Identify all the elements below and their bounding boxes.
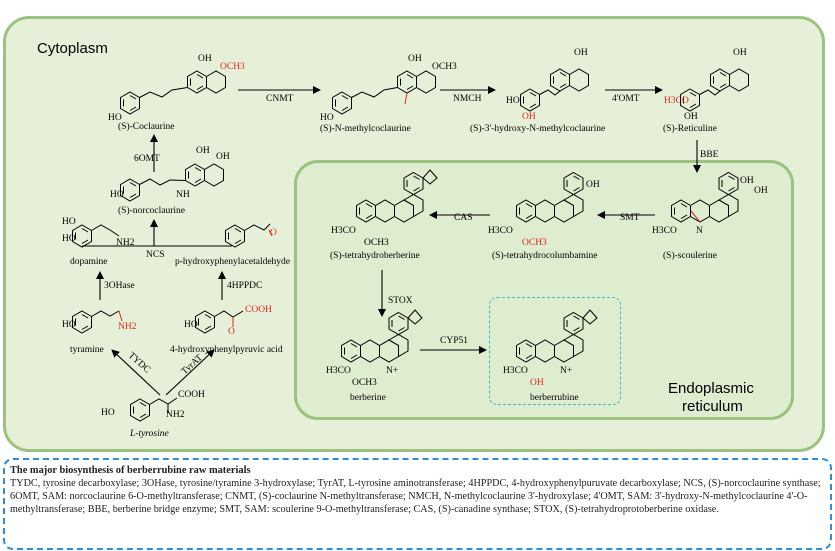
coclaurine-structure [120,71,226,115]
atom-oh-norcoclaurine-2: OH [216,152,230,162]
atom-nh2-dopamine: NH2 [116,238,135,248]
compound-tetrahydrocolumbamine: (S)-tetrahydrocolumbamine [492,251,598,261]
atom-h3co-scoulerine: H3CO [652,226,677,236]
berberrubine-structure [517,309,598,362]
tetrahydroberberine-structure [357,169,438,222]
compound-n-methylcoclaurine: (S)-N-methylcoclaurine [320,124,411,134]
atom-o-hppa: O [228,327,235,337]
atom-oh-berberrubine: OH [530,378,544,388]
er-label-line2: reticulum [682,398,743,415]
enzyme-4hppdc: 4HPPDC [227,281,263,291]
tetrahydrocolumbamine-structure [517,173,584,223]
atom-ho-hnmc: HO [506,96,520,106]
atom-och3-n-methylcoclaurine: OCH3 [432,62,457,72]
atom-h3co-thb: H3CO [331,226,356,236]
atom-ho-norcoclaurine: HO [110,190,124,200]
figure-caption: The major biosynthesis of berberrubine r… [3,458,832,550]
atom-oh-scoulerine-1: OH [740,176,754,186]
atom-n-plus-berberrubine: N+ [560,366,573,376]
hydroxy-n-methylcoclaurine-structure [520,68,589,112]
enzyme-4omt: 4'OMT [612,94,640,104]
atom-oh-scoulerine-2: OH [754,186,768,196]
atom-oh-hnmc-2: OH [574,48,588,58]
compound-hppa: 4-hydroxyphenylpyruvic acid [170,345,283,355]
atom-och3-thc: OCH3 [522,238,547,248]
caption-title: The major biosynthesis of berberrubine r… [10,465,251,476]
atom-h3co-berberrubine: H3CO [503,366,528,376]
scoulerine-structure [672,173,739,223]
atom-oh-reticuline: OH [684,112,698,122]
hpaa-structure [225,223,273,248]
norcoclaurine-structure [120,164,224,202]
compound-reticuline: (S)-Reticuline [663,124,717,134]
atom-ho-dopamine-2: HO [62,234,76,244]
compound-coclaurine: (S)-Coclaurine [118,122,175,132]
compound-berberrubine: berberrubine [530,393,579,403]
enzyme-stox: STOX [388,296,413,306]
compound-hpaa: p-hydroxyphenylacetaldehyde [175,257,291,267]
atom-oh-hnmc: OH [522,112,536,122]
atom-och3-berberine: OCH3 [352,378,377,388]
atom-ho-dopamine-1: HO [62,217,76,227]
atom-oh-coclaurine: OH [198,54,212,64]
compound-l-tyrosine: L-tyrosine [130,429,169,439]
enzyme-cnmt: CNMT [266,94,294,104]
n-methylcoclaurine-structure [332,71,436,115]
atom-o-hpaa: O [270,228,277,238]
atom-och3-thb: OCH3 [364,238,389,248]
compound-tyramine: tyramine [70,345,104,355]
reticuline-structure [680,68,749,112]
atom-h3co-berberine: H3CO [326,366,351,376]
er-label-line1: Endoplasmic [668,380,754,397]
atom-cooh-tyrosine: COOH [178,390,205,400]
atom-n-scoulerine: N [696,226,703,236]
enzyme-nmch: NMCH [453,94,482,104]
l-tyrosine-structure [130,397,178,422]
enzyme-cyp51: CYP51 [440,336,468,346]
enzyme-smt: SMT [620,213,640,223]
enzyme-6omt: 6OMT [134,154,160,164]
enzyme-bbe: BBE [700,150,719,160]
cytoplasm-label: Cytoplasm [37,40,108,57]
atom-h3co-reticuline: H3CO [664,96,689,106]
atom-ho-tyrosine: HO [101,408,115,418]
compound-scoulerine: (S)-scoulerine [663,251,717,261]
dopamine-structure [72,224,120,248]
compound-dopamine: dopamine [70,257,108,267]
tyramine-structure [72,310,123,334]
berberrubine-highlight-box [489,297,621,405]
atom-h3co-thc: H3CO [488,226,513,236]
caption-body: TYDC, tyrosine decarboxylase; 3OHase, ty… [10,478,821,515]
enzyme-3ohase: 3OHase [104,281,135,291]
compound-berberine: berberine [350,393,386,403]
atom-ho-tyramine: HO [62,320,76,330]
atom-ho-coclaurine: HO [108,113,122,123]
compound-norcoclaurine: (S)-norcoclaurine [118,206,185,216]
atom-oh-n-methylcoclaurine: OH [408,54,422,64]
atom-ho-n-methylcoclaurine: HO [320,113,334,123]
compound-tetrahydroberberine: (S)-tetrahydroberberine [330,251,420,261]
atom-oh-reticuline-2: OH [733,48,747,58]
berberine-structure [342,309,423,362]
atom-och3-coclaurine: OCH3 [220,62,245,72]
atom-nh2-tyramine: NH2 [118,322,137,332]
atom-nh-norcoclaurine: NH [176,190,190,200]
compound-hydroxy-n-methylcoclaurine: (S)-3'-hydroxy-N-methylcoclaurine [470,124,606,134]
atom-cooh-hppa: COOH [245,305,272,315]
atom-nh2-tyrosine: NH2 [166,410,185,420]
atom-oh-norcoclaurine-1: OH [196,146,210,156]
endoplasmic-reticulum-region [294,160,794,420]
atom-oh-thc: OH [586,180,600,190]
reaction-arrows [82,86,701,396]
atom-n-plus-berberine: N+ [386,366,399,376]
atom-ho-hppa: HO [184,320,198,330]
enzyme-cas: CAS [454,213,473,223]
hppa-structure [195,310,244,334]
enzyme-ncs: NCS [146,250,165,260]
